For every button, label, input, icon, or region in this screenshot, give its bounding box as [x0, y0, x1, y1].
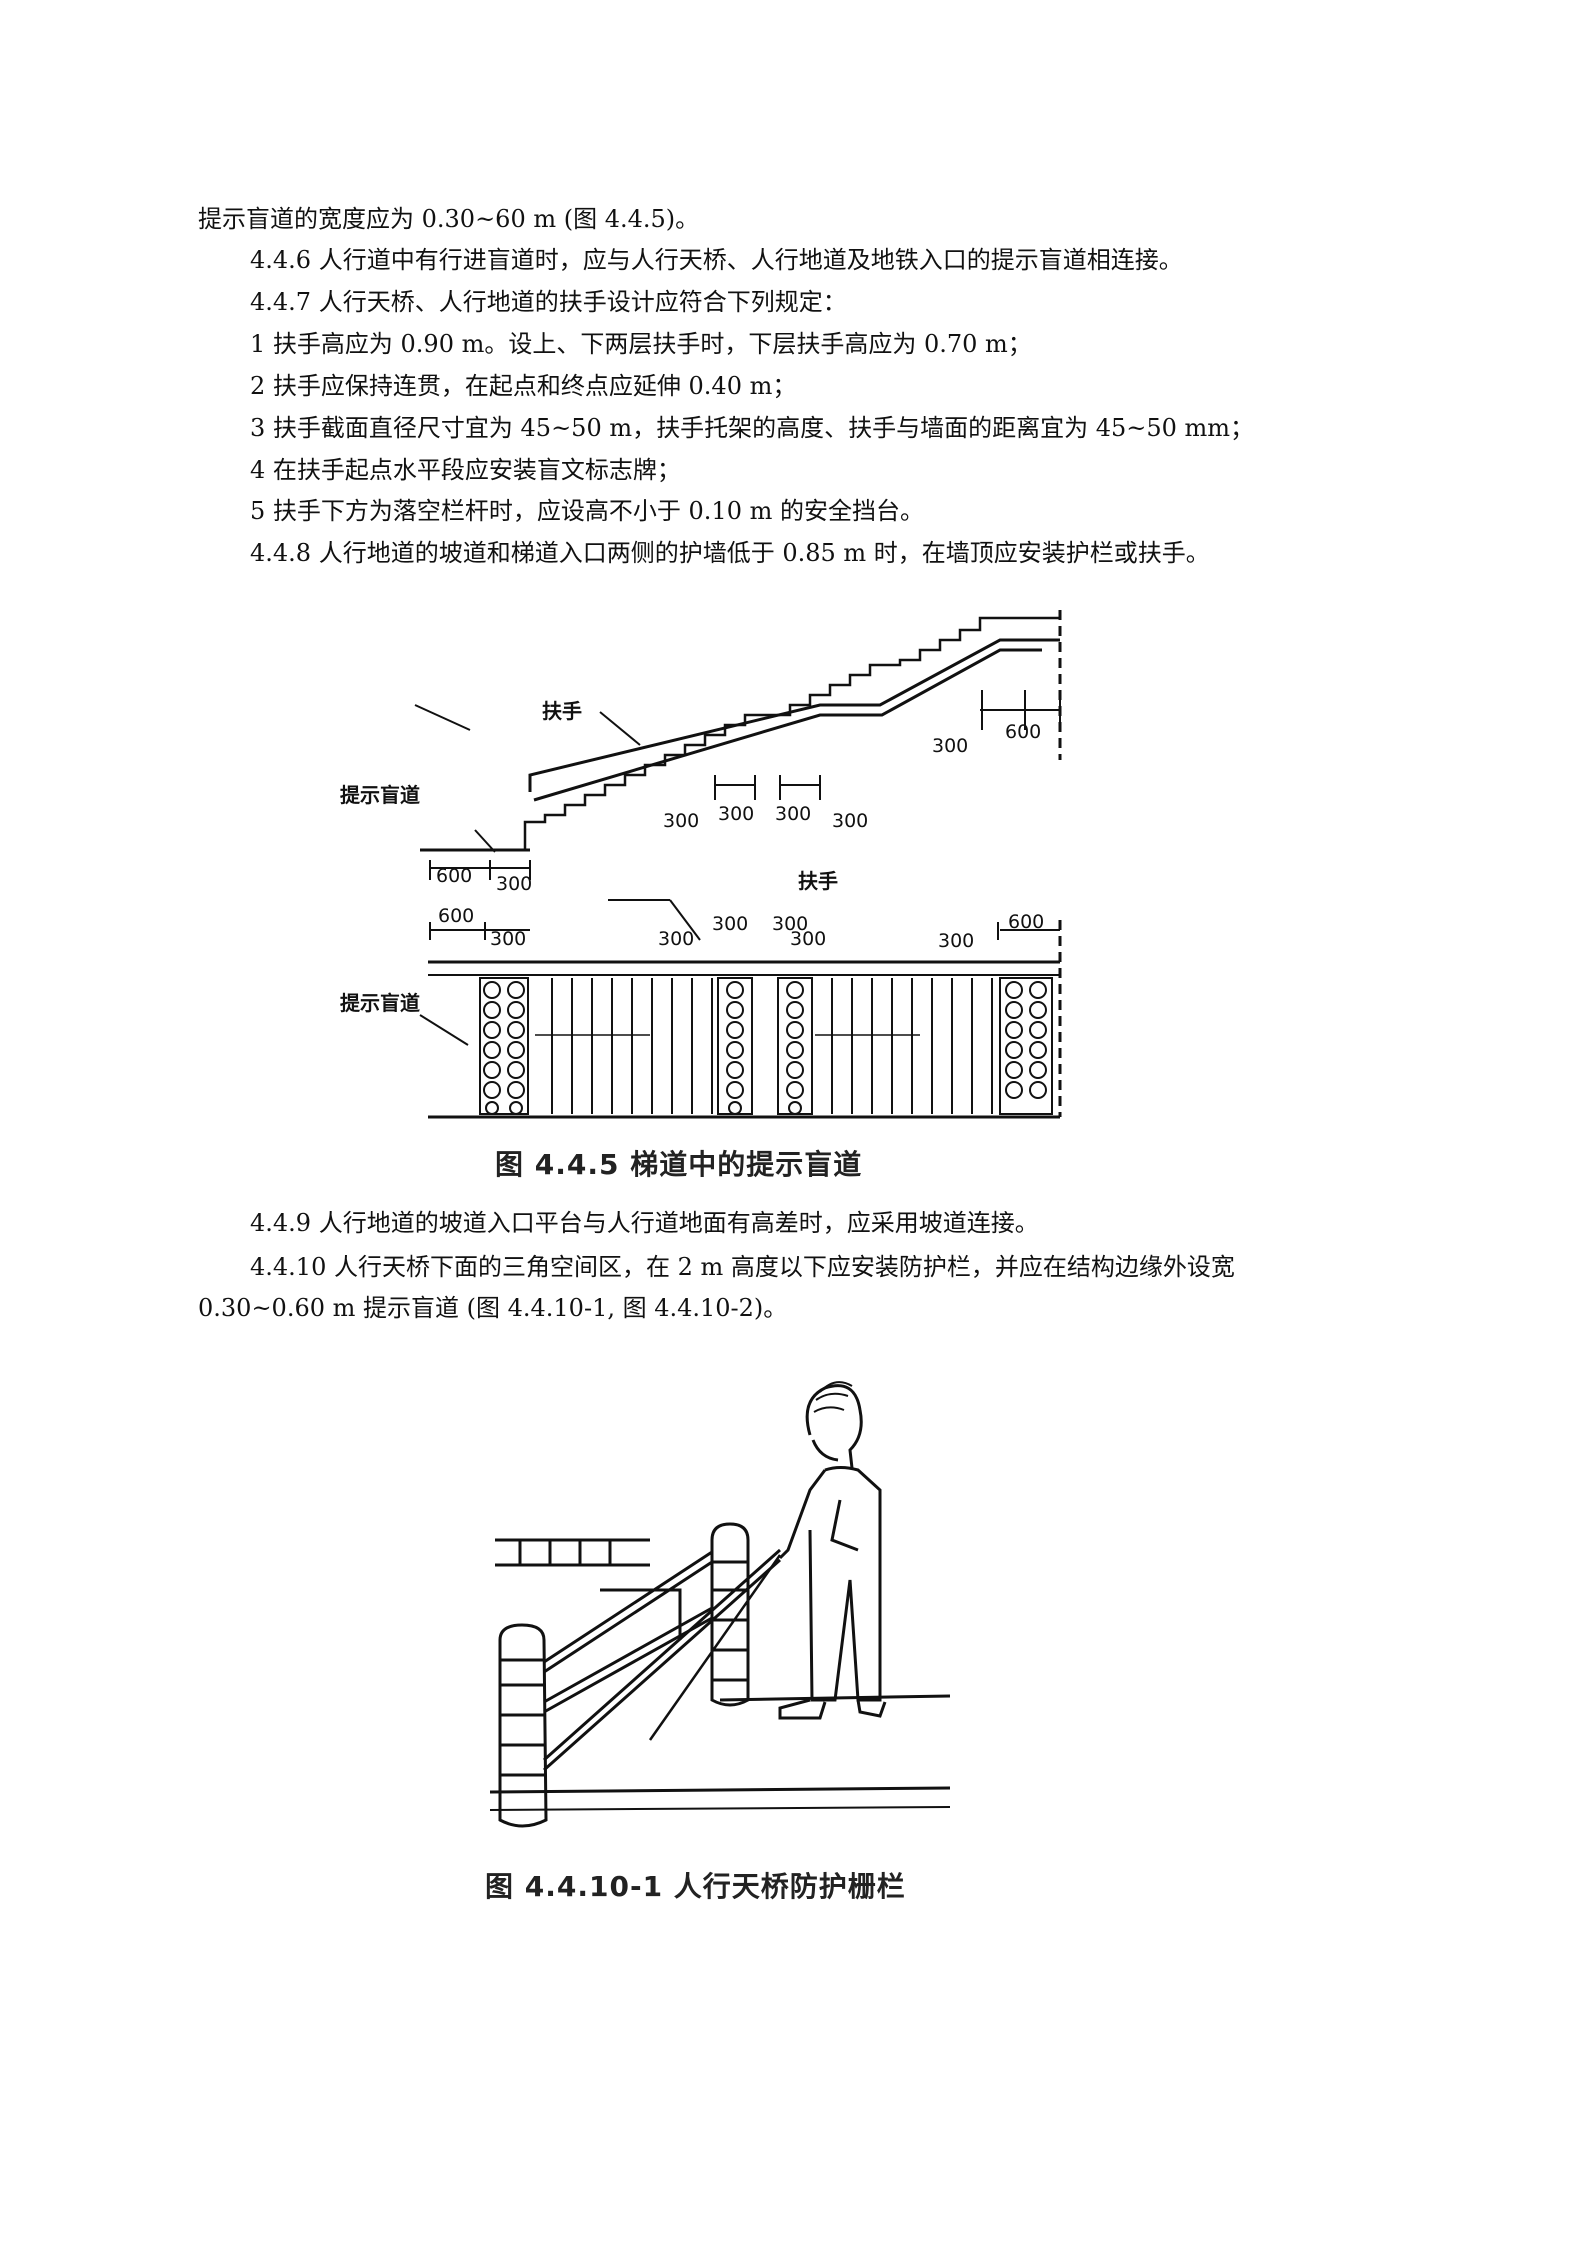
paragraph-5: 2 扶手应保持连贯，在起点和终点应延伸 0.40 m；	[250, 372, 797, 400]
dim-300-k: 300	[790, 928, 826, 950]
paragraph-6: 3 扶手截面直径尺寸宜为 45~50 m，扶手托架的高度、扶手与墙面的距离宜为 …	[250, 414, 1255, 442]
dim-300-j: 300	[772, 913, 808, 935]
figure-caption-4-4-10-1: 图 4.4.10-1 人行天桥防护栅栏	[485, 1870, 906, 1903]
stair-figure: 扶手 提示盲道 扶手 提示盲道 600 300 300 300 300 300 …	[340, 610, 1062, 1119]
dim-300-i: 300	[712, 913, 748, 935]
paragraph-2: 4.4.6 人行道中有行进盲道时，应与人行天桥、人行地道及地铁入口的提示盲道相连…	[250, 246, 1183, 274]
dim-300-e: 300	[832, 810, 868, 832]
paragraph-4: 1 扶手高应为 0.90 m。设上、下两层扶手时，下层扶手高应为 0.70 m；	[250, 330, 1032, 358]
dim-600-c: 600	[438, 905, 474, 927]
dim-300-f: 300	[932, 735, 968, 757]
handrail-label-lower: 扶手	[798, 869, 838, 893]
tactile-label-lower: 提示盲道	[340, 991, 420, 1015]
dim-600-b: 600	[1005, 721, 1041, 743]
paragraph-11: 4.4.10 人行天桥下面的三角空间区，在 2 m 高度以下应安装防护栏，并应在…	[250, 1253, 1235, 1281]
paragraph-9: 4.4.8 人行地道的坡道和梯道入口两侧的护墙低于 0.85 m 时，在墙顶应安…	[250, 539, 1210, 567]
tactile-label-upper: 提示盲道	[340, 783, 420, 807]
dim-300-h: 300	[658, 928, 694, 950]
dim-300-g: 300	[490, 928, 526, 950]
dim-300-c: 300	[718, 803, 754, 825]
dim-600-d: 600	[1008, 911, 1044, 933]
guard-fence-figure	[489, 1381, 951, 1828]
dim-300-a: 300	[496, 873, 532, 895]
paragraph-12: 0.30~0.60 m 提示盲道 (图 4.4.10-1, 图 4.4.10-2…	[198, 1294, 788, 1322]
handrail-label-upper: 扶手	[542, 699, 582, 723]
paragraph-8: 5 扶手下方为落空栏杆时，应设高不小于 0.10 m 的安全挡台。	[250, 497, 924, 525]
paragraph-7: 4 在扶手起点水平段应安装盲文标志牌；	[250, 456, 681, 484]
paragraph-3: 4.4.7 人行天桥、人行地道的扶手设计应符合下列规定：	[250, 288, 847, 316]
dim-600-a: 600	[436, 865, 472, 887]
dim-300-d: 300	[775, 803, 811, 825]
dim-300-l: 300	[938, 930, 974, 952]
figure-caption-4-4-5: 图 4.4.5 梯道中的提示盲道	[495, 1148, 863, 1181]
dim-300-b: 300	[663, 810, 699, 832]
paragraph-10: 4.4.9 人行地道的坡道入口平台与人行道地面有高差时，应采用坡道连接。	[250, 1209, 1039, 1237]
paragraph-1: 提示盲道的宽度应为 0.30~60 m (图 4.4.5)。	[198, 205, 700, 233]
